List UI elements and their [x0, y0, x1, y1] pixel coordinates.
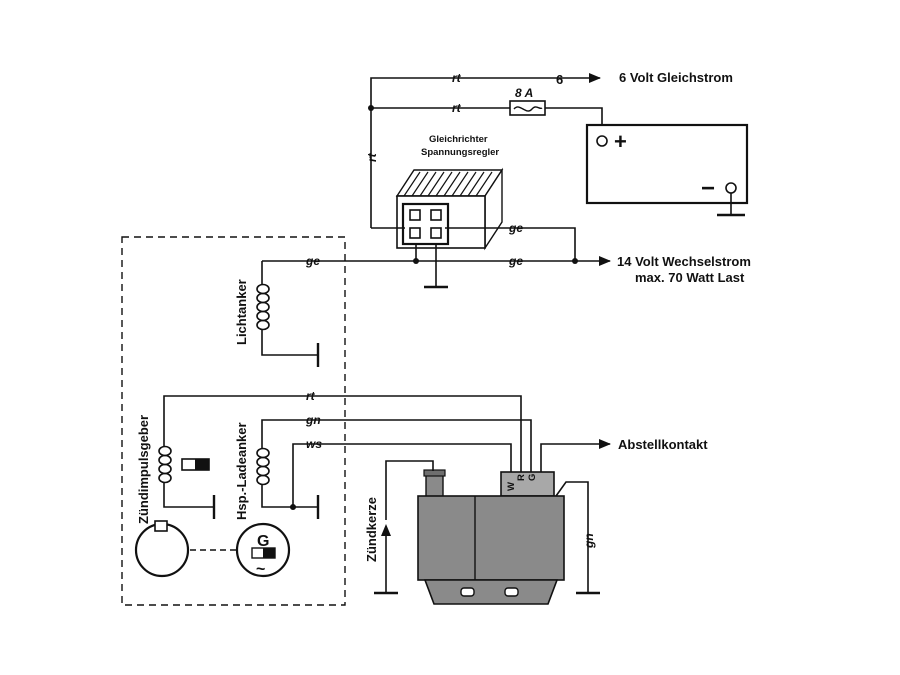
wire-color-ge: ge — [508, 254, 523, 268]
cdi-module-icon — [417, 469, 565, 605]
switch-symbol-icon — [181, 458, 210, 471]
light-coil-icon — [256, 261, 320, 367]
junction-dot — [368, 105, 374, 111]
flywheel-icon — [134, 520, 190, 578]
cdi-pin-w: W — [506, 482, 517, 491]
wire-color-ge: ge — [305, 254, 320, 268]
generator-symbol: G — [257, 533, 269, 550]
wire-color-rt: rt — [306, 389, 316, 403]
wire-color-rt: rt — [452, 101, 462, 115]
wire-color-gn-vertical: gn — [582, 533, 596, 549]
wire-color-rt: rt — [452, 71, 462, 85]
cdi-pin-g: G — [527, 474, 538, 481]
generator-wave-symbol: ~ — [256, 561, 265, 578]
stator-boundary — [121, 236, 346, 606]
junction-dot — [290, 504, 296, 510]
regulator-icon — [395, 167, 504, 251]
regulator-label-2: Spannungsregler — [421, 147, 499, 158]
pulse-coil-label: Zündimpulsgeber — [136, 415, 151, 524]
wire-number-label: 6 — [556, 72, 563, 87]
light-coil-label: Lichtanker — [234, 279, 249, 345]
charge-coil-label: Hsp.-Ladeanker — [234, 422, 249, 520]
regulator-label-1: Gleichrichter — [429, 134, 488, 145]
fuse-rating-label: 8 A — [515, 86, 533, 100]
junction-dot — [572, 258, 578, 264]
spark-plug-label: Zündkerze — [364, 497, 379, 562]
wire-color-gn: gn — [305, 413, 321, 427]
wire-color-ge: ge — [508, 221, 523, 235]
junction-dot — [413, 258, 419, 264]
wire-color-ws: ws — [306, 437, 322, 451]
ac-output-label-2: max. 70 Watt Last — [635, 270, 745, 285]
pulse-coil-icon — [158, 445, 216, 519]
charge-coil-icon — [256, 447, 320, 519]
cdi-pin-r: R — [516, 474, 527, 481]
battery-minus-symbol: − — [701, 175, 715, 202]
battery-plus-symbol: + — [614, 129, 627, 154]
ac-output-label-1: 14 Volt Wechselstrom — [617, 254, 751, 269]
generator-icon — [235, 522, 291, 578]
arrow-up-icon — [381, 524, 391, 536]
battery-icon — [585, 123, 749, 217]
kill-switch-label: Abstellkontakt — [618, 437, 708, 452]
wire-color-rt-vertical: rt — [365, 152, 379, 162]
fuse-icon — [509, 100, 546, 116]
dc-output-label: 6 Volt Gleichstrom — [619, 70, 733, 85]
